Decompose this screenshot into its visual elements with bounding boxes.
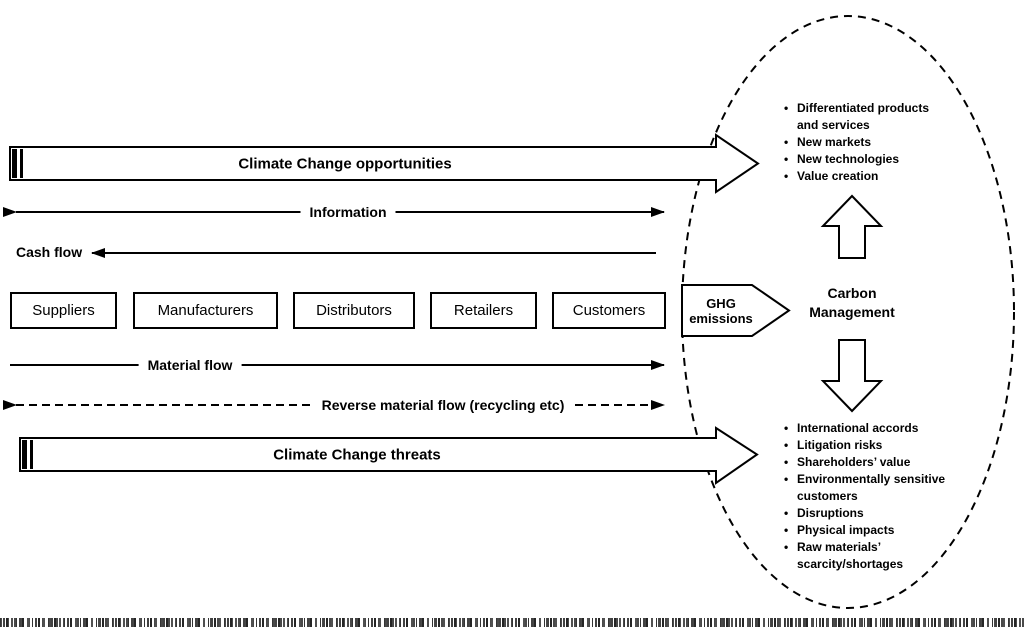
list-item-text: Disruptions — [797, 506, 864, 520]
carbon-management-ellipse — [681, 15, 1015, 609]
list-item-text: Shareholders’ value — [797, 455, 911, 469]
down-arrow-icon — [820, 339, 884, 413]
list-item: Litigation risks — [780, 437, 950, 454]
threats-list: International accords Litigation risks S… — [780, 420, 950, 573]
list-item: Physical impacts — [780, 522, 950, 539]
node-manufacturers-box: Manufacturers — [133, 292, 278, 329]
list-item-text: Litigation risks — [797, 438, 883, 452]
list-item: Value creation — [780, 168, 950, 185]
threats-arrow-shape — [19, 426, 759, 485]
ghg-emissions-pointer-shape — [681, 284, 791, 337]
threats-arrow-end-bar — [22, 440, 27, 469]
list-item-text: Raw materials’ scarcity/shortages — [797, 540, 904, 571]
list-item: New markets — [780, 134, 950, 151]
threats-arrow-end-bar — [30, 440, 33, 469]
threats-arrow-label: Climate Change threats — [273, 446, 441, 464]
list-item: International accords — [780, 420, 950, 437]
list-item-text: Value creation — [797, 169, 879, 183]
list-item-text: New technologies — [797, 152, 900, 166]
material-flow-label: Material flow — [138, 357, 242, 373]
cropped-caption-strip — [0, 618, 1024, 627]
cash-flow-label: Cash flow — [16, 244, 83, 260]
opportunities-list: Differentiated products and services New… — [780, 100, 950, 185]
list-item-text: Differentiated products and services — [797, 101, 930, 132]
opportunities-arrow-end-bar — [20, 149, 23, 178]
up-arrow-icon — [820, 194, 884, 259]
list-item: Raw materials’ scarcity/shortages — [780, 539, 950, 573]
information-label: Information — [300, 204, 396, 220]
list-item-text: New markets — [797, 135, 872, 149]
reverse-material-flow-label: Reverse material flow (recycling etc) — [312, 397, 574, 413]
ghg-emissions-label: GHG emissions — [689, 296, 753, 326]
node-suppliers-box: Suppliers — [10, 292, 117, 329]
node-customers-box: Customers — [552, 292, 666, 329]
list-item: Differentiated products and services — [780, 100, 950, 134]
list-item: Environmentally sensitive customers — [780, 471, 950, 505]
opportunities-arrow-label: Climate Change opportunities — [238, 155, 452, 173]
opportunities-arrow-shape — [9, 133, 760, 194]
node-retailers-box: Retailers — [430, 292, 537, 329]
list-item: New technologies — [780, 151, 950, 168]
node-distributors-box: Distributors — [293, 292, 415, 329]
carbon-management-label: Carbon Management — [809, 285, 895, 320]
list-item-text: International accords — [797, 421, 919, 435]
list-item: Shareholders’ value — [780, 454, 950, 471]
list-item-text: Environmentally sensitive customers — [797, 472, 946, 503]
opportunities-arrow-end-bar — [12, 149, 17, 178]
list-item-text: Physical impacts — [797, 523, 895, 537]
list-item: Disruptions — [780, 505, 950, 522]
